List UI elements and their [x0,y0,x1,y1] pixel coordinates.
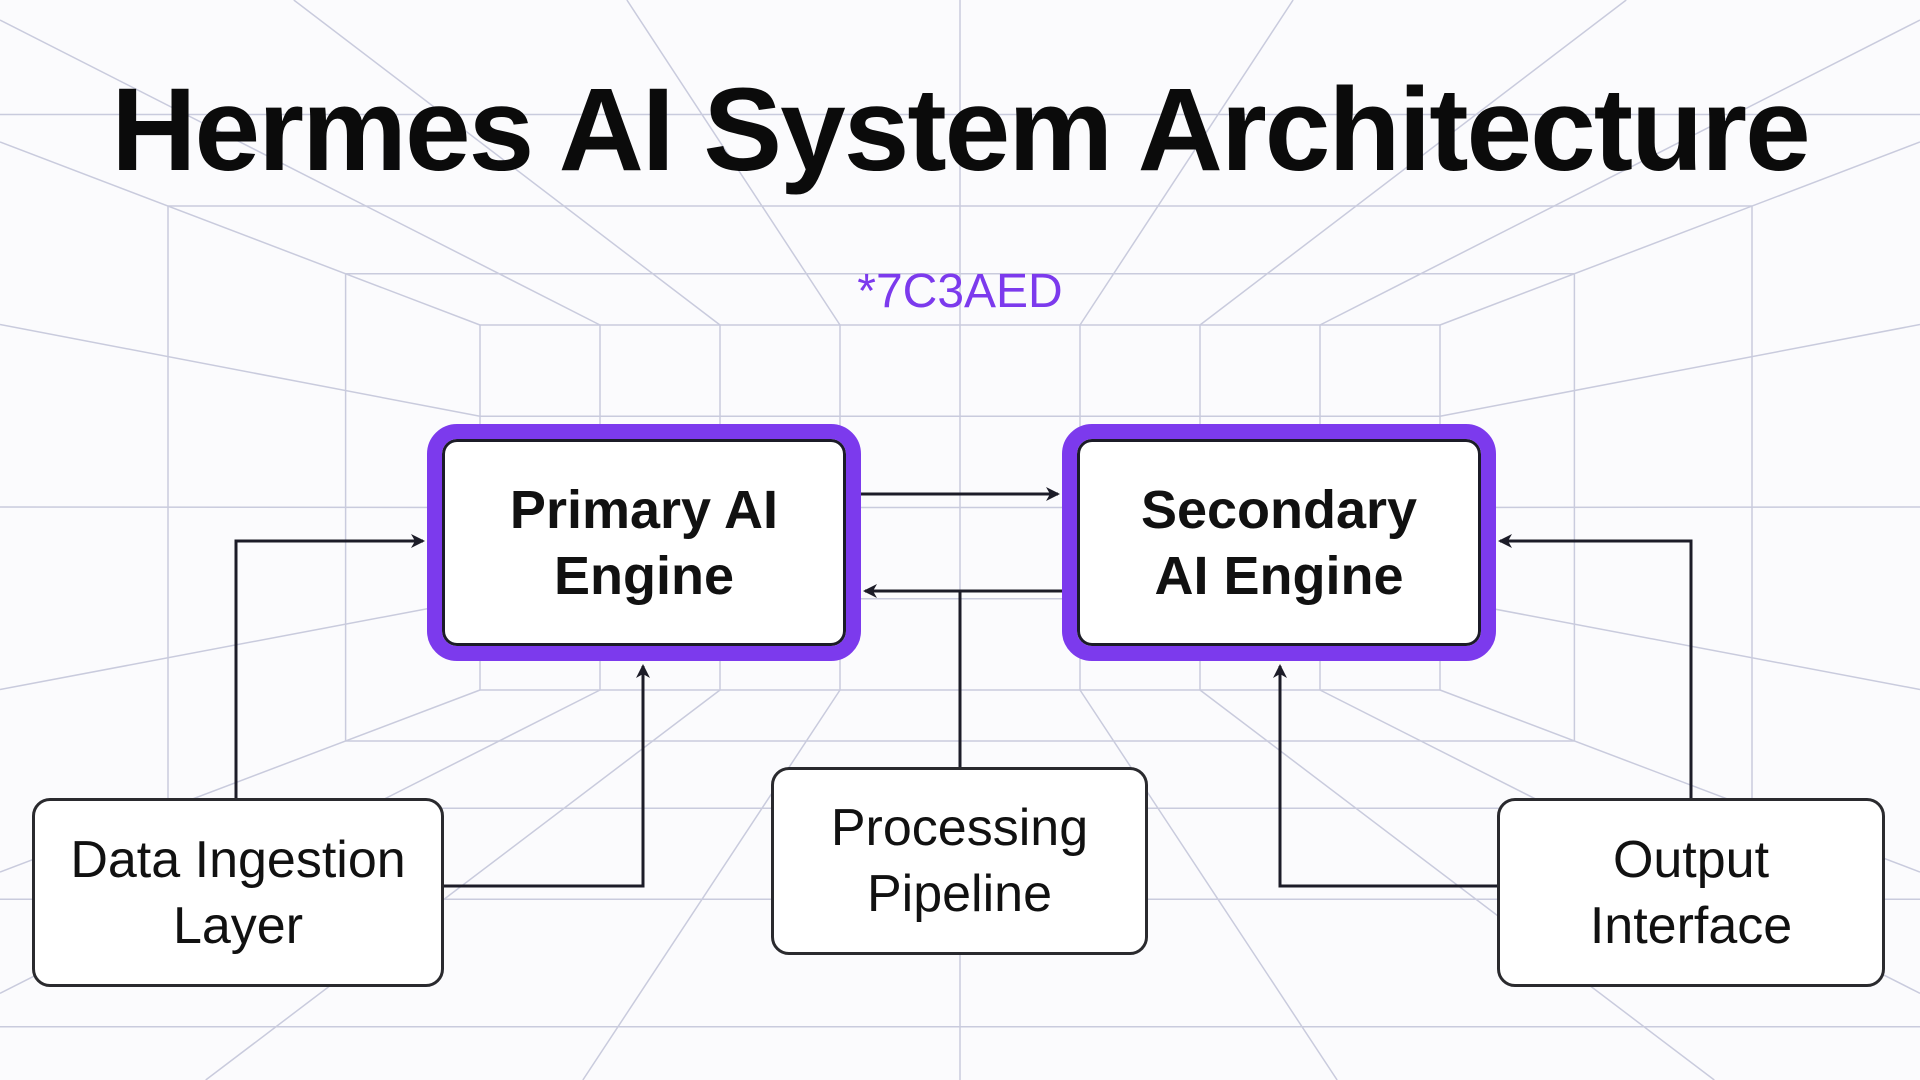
secondary-ai-engine-label: Secondary AI Engine [1140,479,1418,606]
arrow-pipeline-to-primary [863,584,962,767]
arrow-ingest-to-primary-bottom [444,664,650,888]
data-ingestion-layer-box: Data Ingestion Layer [32,798,444,987]
grid-ray [0,323,481,417]
grid-ray [0,598,481,691]
primary-ai-engine-label: Primary AI Engine [509,479,779,606]
grid-ray [1439,141,1920,326]
grid-ray [293,0,721,326]
page-title: Hermes AI System Architecture [111,64,1810,196]
grid-ray [626,0,841,326]
data-ingestion-layer-label: Data Ingestion Layer [70,830,406,955]
primary-ai-engine-box: Primary AI Engine [427,424,861,661]
grid-ray [1439,323,1920,417]
arrow-output-to-secondary-bottom [1273,664,1497,888]
processing-pipeline-label: Processing Pipeline [830,799,1089,923]
grid-ray [1439,598,1920,691]
processing-pipeline-box: Processing Pipeline [771,767,1148,955]
arrow-output-to-secondary-right [1498,534,1693,798]
grid-ray [0,141,481,326]
output-interface-box: Output Interface [1497,798,1885,987]
arrow-ingest-to-primary-left [234,534,425,798]
grid-ray [1079,0,1294,326]
grid-ray [1079,689,1338,1080]
grid-ray [1439,506,1920,509]
grid-ray [1199,0,1627,326]
secondary-ai-engine-box: Secondary AI Engine [1062,424,1496,661]
grid-ray [582,689,841,1080]
grid-ray [0,506,481,509]
accent-color-label: *7C3AED [857,265,1063,318]
output-interface-label: Output Interface [1589,830,1793,955]
